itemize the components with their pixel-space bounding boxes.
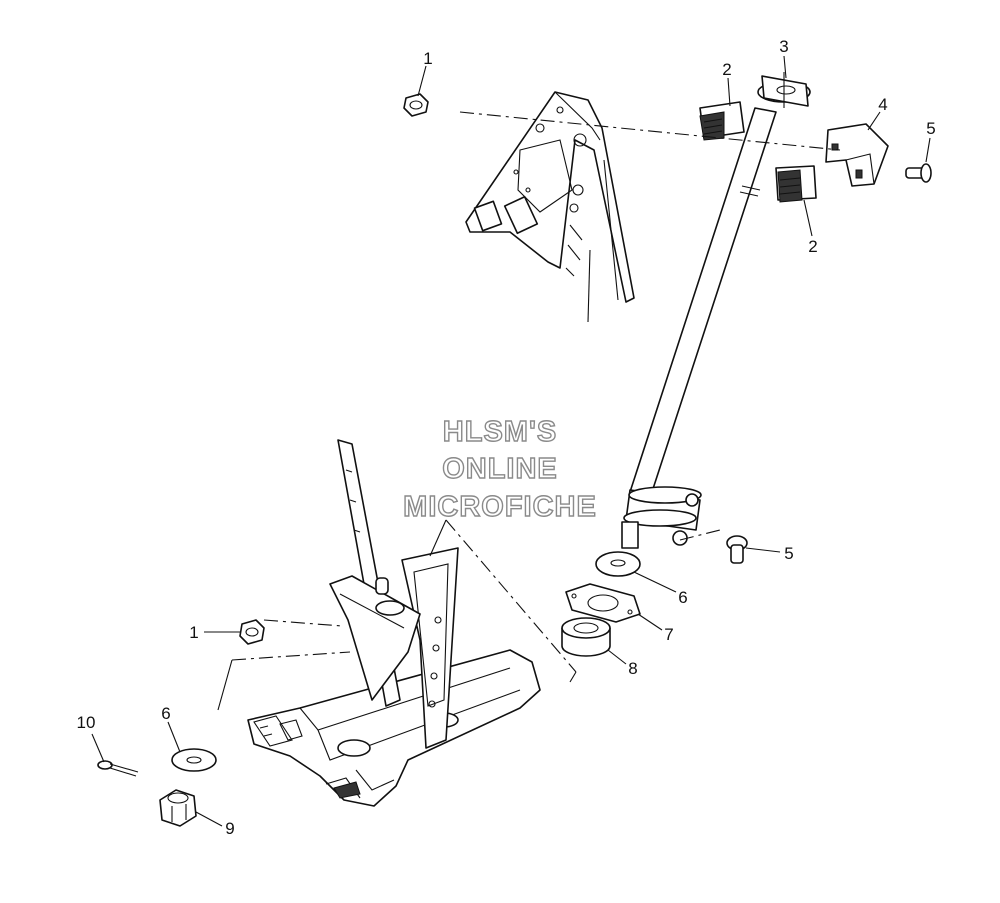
callout-10: 10	[77, 713, 96, 732]
alignment-lines	[217, 72, 841, 711]
bolt-top	[905, 163, 932, 183]
bushing-upper	[699, 101, 745, 141]
callout-1-left: 1	[189, 623, 198, 642]
callout-4: 4	[878, 95, 887, 114]
watermark-line-2: ONLINE	[442, 453, 558, 485]
bushing-lower	[775, 165, 817, 203]
callout-6-mid: 6	[678, 588, 687, 607]
callout-2-top: 2	[722, 60, 731, 79]
watermark-line-3: MICROFICHE	[403, 491, 597, 523]
frame-rails	[329, 439, 459, 749]
callout-5-mid: 5	[784, 544, 793, 563]
clamp-bracket	[825, 123, 889, 187]
washer-left	[171, 748, 217, 772]
nut-top	[403, 93, 429, 117]
watermark: HLSM'S ONLINE MICROFICHE	[402, 415, 597, 523]
callout-3: 3	[779, 37, 788, 56]
nut-left	[239, 619, 265, 645]
watermark-line-1: HLSM'S	[443, 416, 557, 448]
callout-6-left: 6	[161, 704, 170, 723]
callout-2-mid: 2	[808, 237, 817, 256]
cotter-pin	[97, 760, 139, 777]
callout-9: 9	[225, 819, 234, 838]
callout-1-top: 1	[423, 49, 432, 68]
upper-mount-bracket	[465, 91, 635, 323]
flange-plate	[565, 583, 641, 623]
callout-labels: 1 2 3 4 5 2 5 6 7 8 1 10 6 9	[77, 37, 936, 838]
callout-7: 7	[664, 625, 673, 644]
callout-5-top: 5	[926, 119, 935, 138]
washer-mid	[595, 551, 641, 577]
castle-nut	[159, 789, 197, 827]
bolt-mid	[726, 535, 748, 564]
steering-post	[621, 75, 811, 549]
leader-lines	[91, 55, 931, 827]
callout-8: 8	[628, 659, 637, 678]
bearing-ring	[561, 617, 611, 657]
